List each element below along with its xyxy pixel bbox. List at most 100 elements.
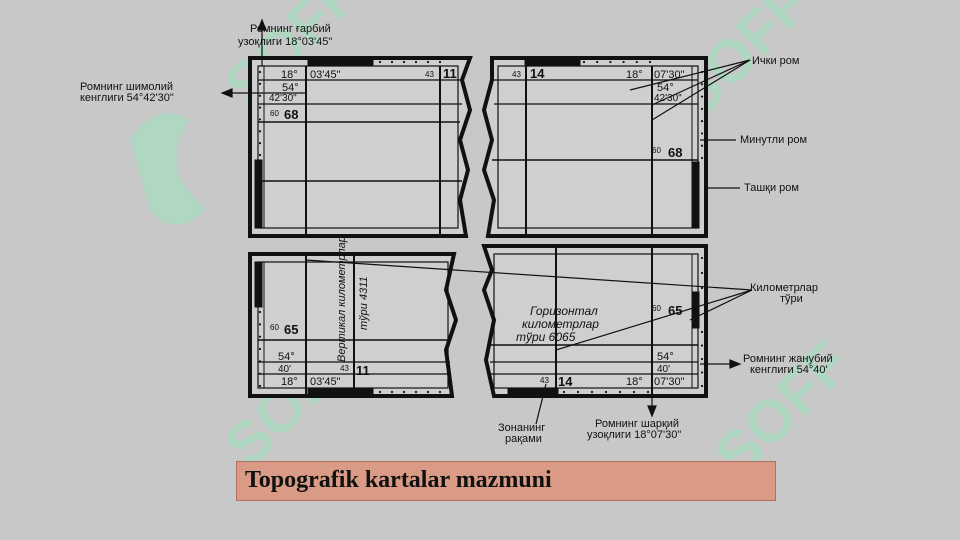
bl-left-dot [258,384,262,388]
tr-inner-frame [497,65,699,229]
tl-left-dot [258,70,262,74]
tr-top-dot [622,60,625,64]
inner-frame-leader-3 [651,59,751,121]
zone-num-label-2: рақами [505,433,542,445]
tl-left-dot [258,118,262,121]
tr-right-dot [700,95,704,98]
br-right-dot [700,286,704,290]
tl-top-dot [426,60,430,64]
north-lat-label-1: Ромнинг шимолий [80,81,173,93]
tr-right-dot [700,83,704,86]
br-grid-small-label: 60 [652,304,661,313]
br-right-dot [700,371,704,374]
vertical-km-text-2: тўри 4311 [358,276,370,330]
quadrant-bottom-left [248,252,459,398]
callout-labels: Ромнинг ғарбий узоқлиги 18°03'45" Ромнин… [80,23,833,445]
br-bottom-dot [590,390,594,394]
bl-bottom-dot [378,390,382,394]
tr-min-label: 07'30" [654,69,685,81]
tl-left-dot [258,82,262,85]
tr-deg-label: 18° [626,69,643,81]
bl-left-dot [258,335,262,338]
br-bottom-bar [507,388,559,396]
tr-top-dot [609,60,612,64]
tl-left-dot [258,142,262,145]
bl-left-dot [258,360,262,363]
leader-lines [220,18,753,425]
tl-lat-min-label: 54° [282,82,299,94]
outer-frame-label: Ташқи ром [744,182,799,194]
tr-lat-sec-label: 42'30" [654,93,682,104]
br-right-dot [700,384,704,388]
bl-bottom-dot [414,390,418,394]
br-right-dot [700,271,704,275]
bl-bottom-dot [390,390,394,394]
inner-frame-leader-2 [629,59,751,91]
quadrant-top-left [248,56,473,238]
tr-top-dot [648,60,652,64]
bl-bottom-dot [426,390,430,394]
inner-frame-label: Ички ром [752,55,799,67]
tr-top-dot [635,60,638,64]
tl-zone-big-label: 11 [443,66,457,81]
tr-top-dot [582,60,586,64]
br-lat-min-label: 54° [657,351,674,363]
br-bottom-dot [618,390,622,394]
br-right-dot [700,256,704,260]
tl-left-dot [258,153,262,157]
bl-left-dot [258,310,262,314]
watermark-logo-left [130,113,205,225]
title-banner: Topografik kartalar mazmuni [236,461,776,501]
west-lon-label-2: узоқлиги 18°03'45" [238,36,332,48]
km-grid-label-2: тўри [780,293,803,305]
km-grid-leader-2 [555,289,753,351]
tr-right-dot [700,156,704,160]
bl-minute-bar [254,261,263,308]
vertical-km-text-1: Вертикал километрлар [336,236,348,362]
br-bottom-dot [604,390,608,394]
tl-inner-frame [257,65,459,229]
br-minute-bar [691,291,700,329]
tr-outer-frame [481,56,708,238]
map-labels: 18° 03'45" 54° 42'30" 60 68 43 11 43 14 … [269,66,685,389]
horizontal-km-text-1: Горизонтал [530,304,598,318]
bl-deg-label: 18° [281,376,298,388]
bl-bottom-dot [438,390,442,394]
bl-left-dot [258,347,262,351]
tl-top-dot [438,60,442,64]
south-lat-label-1: Ромнинг жанубий [743,353,833,365]
tl-deg-label: 18° [281,69,298,81]
bl-bottom-dot [402,390,406,394]
tl-minute-bar [254,159,263,229]
tl-top-dot [390,60,394,64]
east-lon-label-1: Ромнинг шарқий [595,418,679,430]
tr-lat-min-label: 54° [657,82,674,94]
tr-zone-small-label: 43 [512,70,521,79]
tl-min-label: 03'45" [310,69,341,81]
tl-lat-sec-label: 42'30" [269,93,297,104]
minute-scale-dots [258,60,704,394]
km-grid-leader-3 [689,289,753,321]
tl-top-dot [378,60,382,64]
bl-zone-big-label: 11 [356,363,370,378]
tr-top-dot [596,60,599,64]
tl-grid-small-label: 60 [270,109,279,118]
tr-right-dot [700,144,704,147]
quadrant-top-right [481,56,708,238]
br-zone-big-label: 14 [558,374,573,389]
horizontal-km-text-2: километрлар [522,317,599,331]
br-bottom-dot [632,390,636,394]
br-right-dot [700,357,704,361]
tr-top-bar [524,58,581,66]
bl-left-dot [258,323,262,326]
tr-grid-small-label: 60 [652,146,661,155]
west-lon-label-1: Ромнинг ғарбий [250,23,331,35]
br-bottom-dot [576,390,580,394]
minute-frame-label: Минутли ром [740,134,807,146]
bl-lat-min-label: 54° [278,351,295,363]
zone-num-label-1: Зонанинг [498,422,545,434]
bl-grid-big-label: 65 [284,322,298,337]
br-min-label: 07'30" [654,376,685,388]
br-deg-label: 18° [626,376,643,388]
br-grid-big-label: 65 [668,303,682,318]
